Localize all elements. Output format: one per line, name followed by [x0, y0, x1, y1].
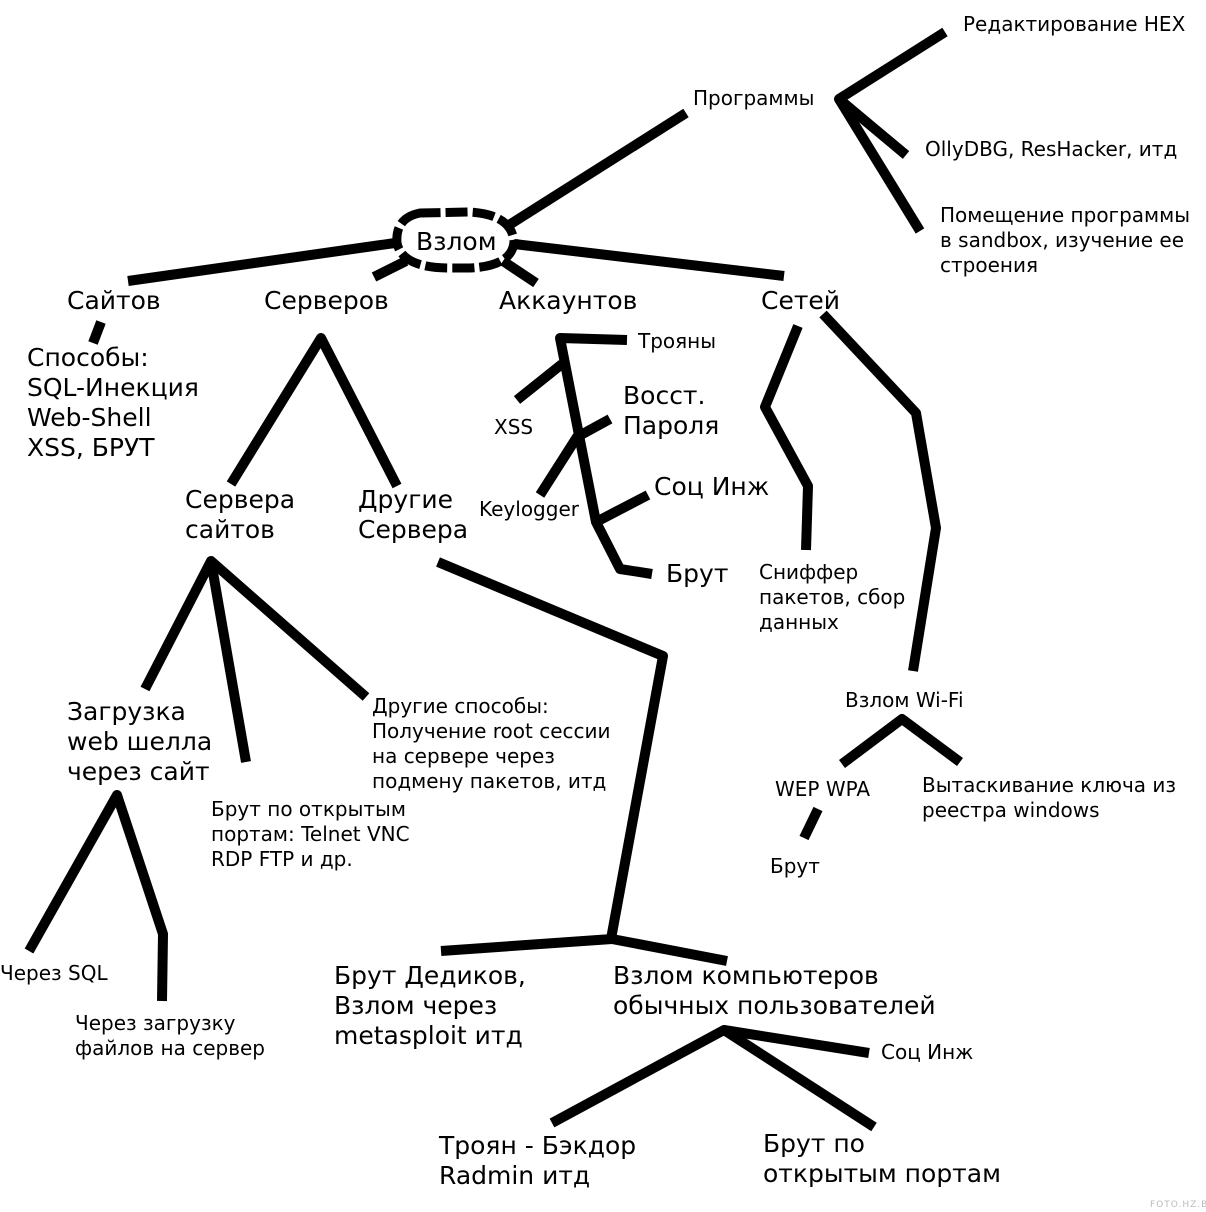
- connector-line: [140, 556, 370, 701]
- connector-line: [819, 310, 941, 672]
- connector-line: [555, 333, 653, 579]
- node-user-computers: Взлом компьютеров обычных пользователей: [613, 961, 936, 1020]
- node-xss: XSS: [494, 415, 534, 439]
- node-via-file-upload: Через загрузку файлов на сервер: [75, 1011, 265, 1060]
- connector-line: [839, 714, 963, 768]
- connector-line: [226, 333, 402, 489]
- node-social-eng: Соц Инж: [654, 472, 770, 501]
- node-webshell-upload: Загрузка web шелла через сайт: [67, 697, 213, 786]
- node-brute-wifi: Брут: [770, 854, 820, 878]
- connector-line: [127, 238, 396, 286]
- connector-line: [535, 414, 613, 498]
- node-sites: Сайтов: [67, 286, 161, 315]
- node-brute-dediks: Брут Дедиков, Взлом через metasploit итд: [334, 961, 526, 1050]
- connector-line: [513, 360, 566, 404]
- connector-line: [721, 1025, 877, 1132]
- node-ollydbg: OllyDBG, ResHacker, итд: [925, 137, 1178, 161]
- connector-line: [513, 239, 785, 281]
- node-hex-editing: Редактирование HEX: [963, 12, 1186, 36]
- node-sites-methods: Способы: SQL-Инекция Web-Shell XSS, БРУТ: [27, 343, 199, 462]
- connector-line: [799, 806, 823, 841]
- node-other-servers: Другие Сервера: [358, 485, 469, 544]
- node-trojan-backdoor: Троян - Бэкдор Radmin итд: [439, 1131, 637, 1190]
- connector-line: [436, 557, 668, 940]
- connector-line: [24, 790, 168, 1002]
- connector-line: [834, 96, 925, 234]
- node-brute-accounts: Брут: [666, 559, 729, 588]
- node-password-recovery: Восст. Пароля: [623, 381, 720, 440]
- node-networks: Сетей: [761, 286, 841, 315]
- node-social-eng-users: Соц Инж: [881, 1040, 974, 1064]
- node-via-sql: Через SQL: [0, 961, 108, 985]
- connector-line: [440, 934, 728, 966]
- connector-line: [88, 320, 106, 345]
- node-site-servers: Сервера сайтов: [185, 485, 296, 544]
- connector-line: [206, 560, 251, 763]
- node-sniffer: Сниффер пакетов, сбор данных: [759, 560, 906, 634]
- node-other-methods: Другие способы: Получение root сессии на…: [372, 694, 611, 793]
- connector-line: [500, 256, 539, 288]
- node-keylogger: Keylogger: [479, 497, 579, 521]
- connector-line: [506, 108, 689, 230]
- watermark: FOTO.HZ.BY: [1150, 1200, 1206, 1210]
- connector-line: [549, 1025, 870, 1128]
- node-registry-key: Вытаскивание ключа из реестра windows: [922, 773, 1177, 822]
- root-node-label: Взлом: [416, 227, 497, 256]
- node-wifi: Взлом Wi-Fi: [845, 688, 964, 712]
- connector-line: [593, 490, 651, 527]
- connector-line: [760, 324, 813, 551]
- node-brute-ports: Брут по открытым портам: Telnet VNC RDP …: [211, 797, 410, 871]
- node-programs: Программы: [693, 86, 815, 110]
- connector-line: [371, 256, 409, 282]
- node-sandbox: Помещение программы в sandbox, изучение …: [940, 203, 1190, 277]
- node-brute-open-ports: Брут по открытым портам: [763, 1129, 1001, 1188]
- node-wep-wpa: WEP WPA: [775, 777, 871, 801]
- node-servers: Серверов: [264, 286, 389, 315]
- node-trojans: Трояны: [638, 329, 717, 353]
- root-node-outline: [392, 207, 519, 273]
- node-accounts: Аккаунтов: [499, 286, 638, 315]
